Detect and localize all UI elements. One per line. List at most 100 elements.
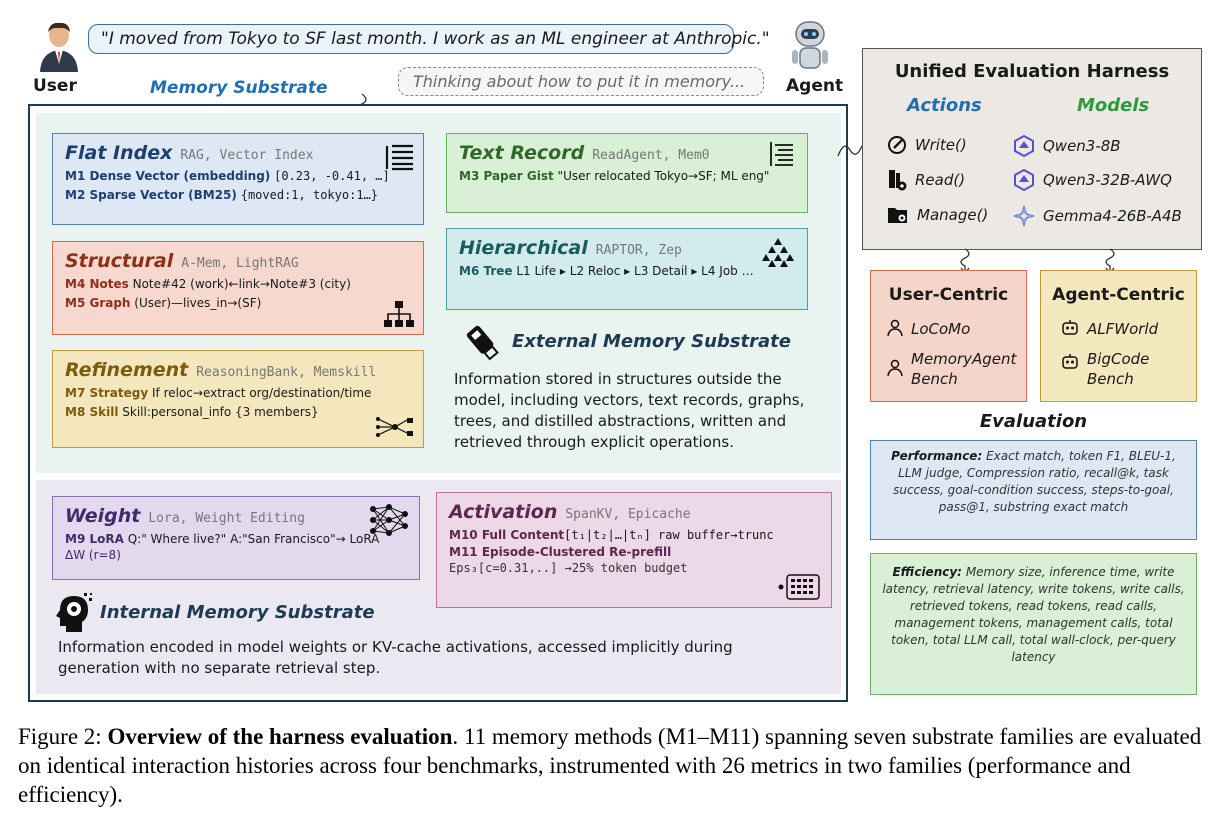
m9-value: Q:" Where live?" A:"San Francisco"→ LoRA [127, 532, 380, 546]
performance-label: Performance: [891, 449, 983, 463]
user-centric-locomo: LoCoMo [887, 319, 970, 339]
models-heading: Models [1077, 95, 1150, 116]
agent-robot-icon [786, 18, 834, 72]
m7-value: If reloc→extract org/destination/time [151, 386, 372, 400]
m8-value: Skill:personal_info {3 members} [122, 405, 319, 419]
activation-sub: SpanKV, Epicache [565, 507, 691, 522]
evaluation-title: Evaluation [979, 411, 1088, 432]
manage-folder-icon [888, 208, 907, 223]
user-label: User [33, 76, 77, 96]
brain-head-icon [56, 593, 92, 632]
distill-network-icon [376, 417, 413, 437]
model-qwen3-32b-label: Qwen3-32B-AWQ [1043, 171, 1172, 189]
triangle-tree-icon [762, 238, 794, 267]
agent-label: Agent [786, 76, 844, 96]
external-section-title: External Memory Substrate [512, 331, 791, 352]
m1-label: M1 Dense Vector (embedding) [65, 169, 271, 183]
kv-cache-grid-icon [778, 574, 820, 600]
m10-value: [t₁|t₂|…|tₙ] raw buffer→trunc [564, 528, 774, 542]
agent-centric-title: Agent-Centric [1052, 285, 1185, 305]
refinement-card: Refinement ReasoningBank, Memskill M7 Str… [52, 350, 424, 448]
structural-title: Structural [65, 250, 174, 272]
user-centric-title: User-Centric [888, 285, 1009, 305]
weight-title: Weight [65, 505, 141, 527]
memoryagent-label: MemoryAgent [911, 350, 1017, 368]
qwen-logo-icon [1014, 135, 1034, 157]
read-icon [889, 170, 907, 191]
weight-sub: Lora, Weight Editing [148, 511, 305, 526]
m11-label: M11 Episode-Clustered Re-prefill [449, 545, 672, 559]
m11-value: Eps₃[c=0.31,..] →25% token budget [449, 561, 688, 575]
efficiency-text: Memory size, inference time, write laten… [882, 565, 1185, 664]
m6-label: M6 Tree [459, 264, 513, 278]
action-manage-label: Manage() [917, 206, 989, 224]
model-qwen3-32b: Qwen3-32B-AWQ [1013, 169, 1172, 191]
m8-label: M8 Skill [65, 405, 119, 419]
robot-icon [1062, 320, 1078, 335]
action-write: Write() [887, 135, 967, 155]
m4-label: M4 Notes [65, 277, 129, 291]
m4-value: Note#42 (work)←link→Note#3 (city) [132, 277, 351, 291]
m9-label: M9 LoRA [65, 532, 124, 546]
harness-title: Unified Evaluation Harness [894, 61, 1170, 82]
text-record-sub: ReadAgent, Mem0 [592, 148, 710, 163]
refinement-title: Refinement [65, 359, 189, 381]
memory-substrate-title: Memory Substrate [150, 78, 328, 98]
bigcode-label: BigCode [1087, 350, 1150, 368]
action-read: Read() [887, 169, 965, 191]
write-icon [888, 136, 906, 154]
m5-value: (User)—lives_in→(SF) [134, 296, 262, 310]
text-list-icon [770, 142, 793, 166]
internal-section-title: Internal Memory Substrate [100, 602, 375, 623]
m6-value: L1 Life ▸ L2 Reloc ▸ L3 Detail ▸ L4 Job … [516, 264, 754, 278]
alfworld-label: ALFWorld [1087, 320, 1159, 338]
efficiency-label: Efficiency: [892, 565, 962, 579]
m3-value: "User relocated Tokyo→SF; ML eng" [557, 169, 770, 183]
refinement-sub: ReasoningBank, Memskill [196, 365, 377, 380]
person-icon [887, 359, 903, 377]
neural-network-icon [370, 504, 408, 536]
m7-label: M7 Strategy [65, 386, 149, 400]
m10-label: M10 Full Content [449, 528, 565, 542]
memoryagent-bench-label: Bench [911, 370, 958, 388]
action-write-label: Write() [915, 136, 967, 154]
internal-section-desc: Information encoded in model weights or … [58, 638, 733, 677]
robot-icon [1062, 354, 1078, 369]
figure-caption: Figure 2: Overview of the harness evalua… [18, 722, 1208, 809]
model-gemma4: Gemma4-26B-A4B [1013, 205, 1182, 227]
weight-card: Weight Lora, Weight Editing M9 LoRA Q:" W… [52, 496, 420, 580]
efficiency-metrics-box: Efficiency: Memory size, inference time,… [870, 553, 1197, 695]
caption-bold: Overview of the harness evaluation [107, 724, 453, 749]
bigcode-bench-label: Bench [1087, 370, 1134, 388]
action-manage: Manage() [887, 205, 988, 225]
locomo-label: LoCoMo [911, 320, 971, 338]
hierarchy-tree-icon [384, 301, 414, 327]
m2-label: M2 Sparse Vector (BM25) [65, 188, 237, 202]
activation-title: Activation [449, 501, 558, 523]
caption-prefix: Figure 2: [18, 724, 108, 749]
unified-harness-panel: Unified Evaluation Harness Actions Model… [862, 48, 1202, 250]
activation-card: Activation SpanKV, Epicache M10 Full Cont… [436, 492, 832, 608]
model-gemma4-label: Gemma4-26B-A4B [1043, 207, 1182, 225]
usb-drive-icon [466, 325, 499, 361]
agent-thought-bubble: Thinking about how to put it in memory..… [398, 67, 764, 96]
hierarchical-title: Hierarchical [459, 237, 588, 259]
flat-index-sub: RAG, Vector Index [180, 148, 314, 163]
action-read-label: Read() [915, 171, 966, 189]
user-avatar-icon [36, 20, 82, 72]
m1-value: [0.23, -0.41, …] [274, 169, 390, 183]
person-icon [887, 319, 903, 337]
model-qwen3-8b-label: Qwen3-8B [1043, 137, 1121, 155]
list-index-icon [385, 144, 413, 171]
model-qwen3-8b: Qwen3-8B [1013, 135, 1121, 157]
performance-metrics-box: Performance: Exact match, token F1, BLEU… [870, 440, 1197, 540]
agent-centric-alfworld: ALFWorld [1061, 319, 1158, 339]
